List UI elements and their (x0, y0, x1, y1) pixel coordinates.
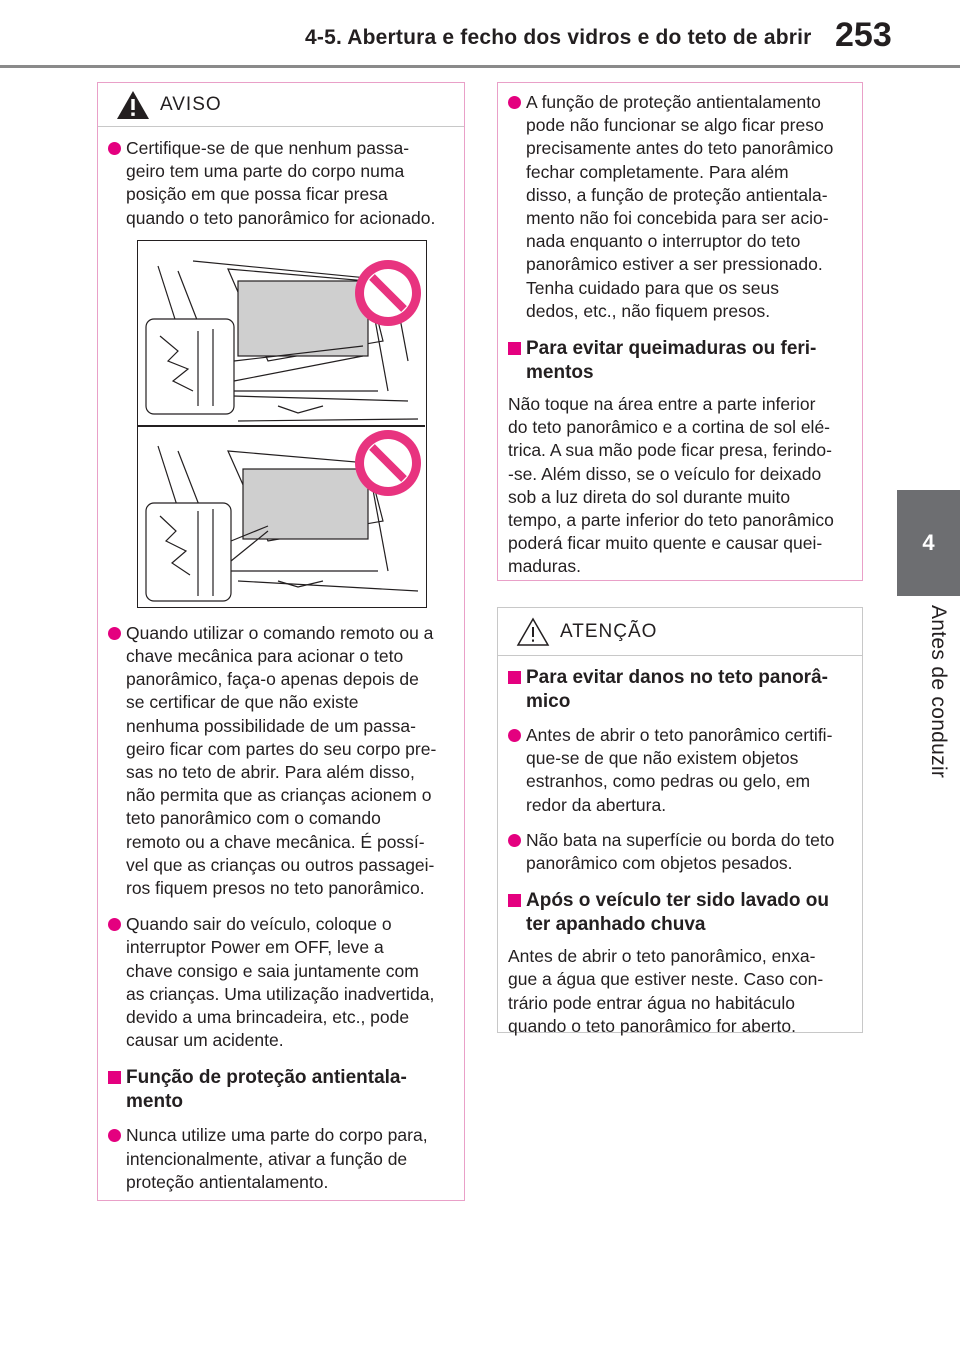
atencao-bullet-1-text: Antes de abrir o teto panorâmico certifi… (526, 725, 833, 815)
burns-section-heading: Para evitar queimaduras ou feri- mentos (504, 337, 844, 385)
sunroof-illustration-svg (138, 260, 425, 602)
warning-icon (117, 90, 149, 119)
aviso-bullet-3: Quando sair do veículo, coloque o interr… (104, 913, 446, 1052)
damage-section-title: Para evitar danos no teto panorâ- mico (526, 667, 828, 712)
section-square-marker (508, 671, 521, 684)
aviso-header: AVISO (98, 83, 464, 127)
aviso-bullet-1-text: Certifique-se de que nenhum passa- geiro… (126, 138, 436, 228)
caution-icon (516, 616, 550, 646)
aviso-bullet-1: Certifique-se de que nenhum passa- geiro… (104, 137, 446, 230)
chapter-tab: 4 (897, 490, 960, 596)
aviso-section-title: Função de proteção antientala- mento (126, 1067, 407, 1113)
right-bullet-1-text: A função de proteção antientalamento pod… (526, 92, 834, 321)
chapter-label: Antes de conduzir (927, 605, 950, 779)
bullet-dot (108, 1129, 121, 1143)
atencao-header: ATENÇÃO (498, 608, 862, 656)
prohibition-sign-top (355, 260, 421, 326)
atencao-title: ATENÇÃO (560, 620, 658, 642)
aviso-bullet-2: Quando utilizar o comando remoto ou a ch… (104, 622, 446, 900)
bullet-dot (108, 918, 121, 932)
bullet-dot (508, 833, 521, 847)
aviso-continued-box: A função de proteção antientalamento pod… (497, 82, 863, 581)
atencao-bullet-1: Antes de abrir o teto panorâmico certifi… (504, 724, 844, 817)
atencao-bullet-2: Não bata na superfície ou borda do teto … (504, 829, 844, 875)
section-square-marker (108, 1071, 121, 1085)
sunroof-warning-illustration (137, 240, 427, 608)
bullet-dot (508, 729, 521, 742)
right-bullet-1: A função de proteção antientalamento pod… (504, 91, 844, 323)
damage-section-heading: Para evitar danos no teto panorâ- mico (504, 666, 844, 714)
prohibition-sign-bottom (355, 430, 421, 496)
aviso-title: AVISO (160, 93, 222, 115)
section-square-marker (508, 342, 521, 356)
page-number: 253 (835, 16, 892, 54)
chapter-number: 4 (922, 530, 935, 555)
burns-paragraph: Não toque na área entre a parte inferior… (508, 394, 834, 577)
section-square-marker (508, 894, 521, 908)
bullet-dot (108, 626, 121, 640)
bullet-dot (108, 142, 121, 155)
bullet-dot (508, 96, 521, 109)
rain-paragraph: Antes de abrir o teto panorâmico, enxa- … (508, 946, 824, 1036)
aviso-bullet-2-text: Quando utilizar o comando remoto ou a ch… (126, 622, 437, 899)
atencao-bullet-2-text: Não bata na superfície ou borda do teto … (526, 829, 835, 874)
section-header-title: 4-5. Abertura e fecho dos vidros e do te… (305, 26, 812, 49)
header-divider (0, 65, 960, 68)
aviso-section-heading: Função de proteção antientala- mento (104, 1066, 446, 1114)
burns-section-title: Para evitar queimaduras ou feri- mentos (526, 338, 817, 384)
aviso-box: AVISO Certifique-se de que nenhum passa-… (97, 82, 465, 1201)
rain-section-heading: Após o veículo ter sido lavado ou ter ap… (504, 889, 844, 937)
atencao-box: ATENÇÃO Para evitar danos no teto panorâ… (497, 607, 863, 1036)
aviso-bullet-4: Nunca utilize uma parte do corpo para, i… (104, 1124, 446, 1194)
aviso-bullet-4-text: Nunca utilize uma parte do corpo para, i… (126, 1125, 428, 1192)
rain-section-title: Após o veículo ter sido lavado ou ter ap… (526, 890, 829, 936)
aviso-bullet-3-text: Quando sair do veículo, coloque o interr… (126, 914, 435, 1051)
